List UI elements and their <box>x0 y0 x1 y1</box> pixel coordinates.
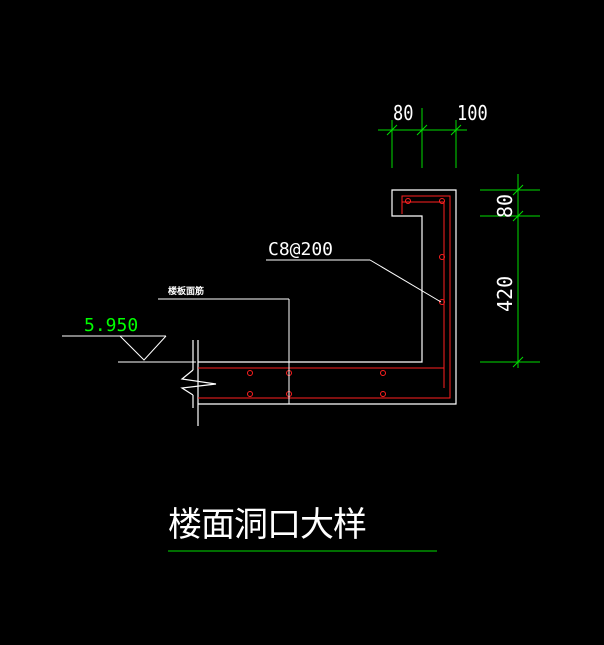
dimension-lines <box>168 108 540 552</box>
rebar-spec-label: C8@200 <box>268 239 333 260</box>
leader-lines <box>62 259 442 404</box>
drawing-title: 楼面洞口大样 <box>168 505 366 545</box>
elevation-label: 5.950 <box>84 315 138 336</box>
slab-bar-note: 楼板面筋 <box>168 285 204 297</box>
dim-420-right: 420 <box>493 276 517 312</box>
dim-80-top: 80 <box>393 103 413 126</box>
rebar-dots <box>247 198 445 397</box>
dim-80-right: 80 <box>493 194 517 218</box>
dim-100-top: 100 <box>457 103 488 126</box>
concrete-outline <box>180 189 457 426</box>
rebar-cage <box>198 195 451 399</box>
